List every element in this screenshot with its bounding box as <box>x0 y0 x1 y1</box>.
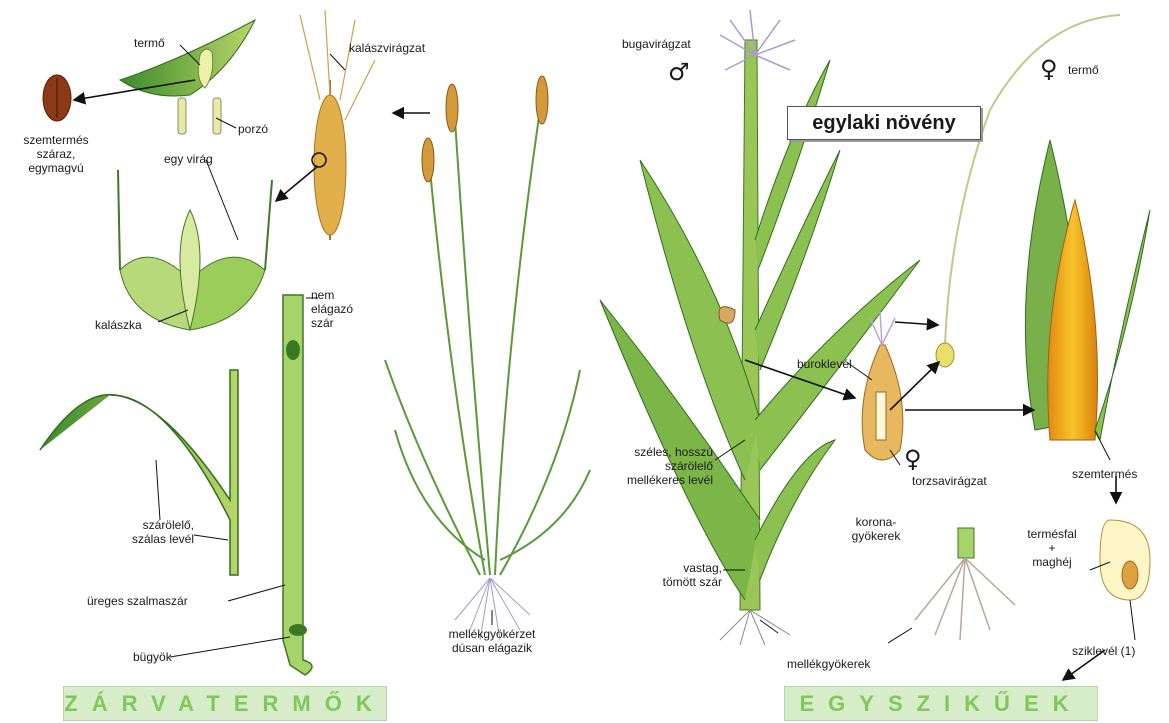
female-symbol-bottom: ♀ <box>904 445 922 473</box>
stem-section <box>283 295 312 675</box>
crown-roots <box>915 528 1015 640</box>
label-fibrous-line1: mellékgyökérzet <box>430 627 554 641</box>
label-panicle: bugavirágzat <box>622 37 691 51</box>
label-unbranched-line2: elágazó <box>311 302 353 316</box>
label-thick-line1: vastag, <box>636 561 722 575</box>
label-unbranched-line1: nem <box>311 288 353 302</box>
label-thick-stem: vastag, tömött szár <box>636 561 722 589</box>
label-cob-inflorescence: torzsavirágzat <box>912 474 987 488</box>
label-caryopsis-line2: száraz, <box>4 147 108 161</box>
label-fibrous-line2: dúsan elágazik <box>430 641 554 655</box>
spikelet <box>118 170 272 330</box>
monoecious-title: egylaki növény <box>787 106 981 140</box>
label-adventitious-roots: mellékgyökerek <box>787 657 870 671</box>
label-husk-leaf: buroklevél <box>797 357 852 371</box>
label-caryopsis-line1: szemtermés <box>4 133 108 147</box>
label-pistil: termő <box>134 36 165 50</box>
label-cotyledon: sziklevél (1) <box>1072 644 1135 658</box>
label-hollow-culm: üreges szalmaszár <box>87 594 188 608</box>
label-broad-line3: mellékeres levél <box>607 473 713 487</box>
label-clasping-line1: szárölelő, <box>104 518 194 532</box>
label-fibrous-roots: mellékgyökérzet dúsan elágazik <box>430 627 554 655</box>
label-unbranched-line3: szár <box>311 316 353 330</box>
label-pericarp-line1: termésfal <box>1012 527 1092 541</box>
label-caryopsis-line3: egymagvú <box>4 161 108 175</box>
corn-roots <box>720 610 790 645</box>
female-inflorescence <box>862 312 903 460</box>
banner-angiosperms: ZÁRVATERMŐK <box>63 686 387 721</box>
label-broad-leaf: széles, hosszú szárölelő mellékeres levé… <box>607 445 713 487</box>
label-node: bügyök <box>133 650 172 664</box>
wheat-plant <box>385 110 590 575</box>
label-caryopsis-right: szemtermés <box>1072 467 1137 481</box>
label-pistil-right: termő <box>1068 63 1099 77</box>
banner-monocots: EGYSZIKŰEK <box>784 686 1098 721</box>
label-one-flower: egy virág <box>164 152 213 166</box>
label-crown-line1: korona- <box>840 515 912 529</box>
label-clasping-leaf: szárölelő, szálas levél <box>104 518 194 546</box>
label-stamen: porzó <box>238 122 268 136</box>
label-pericarp: termésfal + maghéj <box>1012 527 1092 569</box>
wheat-heads <box>422 76 548 182</box>
label-unbranched-stem: nem elágazó szár <box>311 288 353 330</box>
label-spikelet: kalászka <box>95 318 142 332</box>
corn-grain-section <box>1100 520 1150 600</box>
label-caryopsis: szemtermés száraz, egymagvú <box>4 133 108 175</box>
male-symbol: ♂ <box>668 58 690 86</box>
label-crown-roots: korona- gyökerek <box>840 515 912 543</box>
label-crown-line2: gyökerek <box>840 529 912 543</box>
label-pericarp-line3: maghéj <box>1012 555 1092 569</box>
female-symbol-top: ♀ <box>1040 55 1058 83</box>
label-broad-line2: szárölelő <box>607 459 713 473</box>
label-thick-line2: tömött szár <box>636 575 722 589</box>
corn-cob <box>1025 140 1150 440</box>
wheat-grain <box>43 75 71 121</box>
label-clasping-line2: szálas levél <box>104 532 194 546</box>
label-broad-line1: széles, hosszú <box>607 445 713 459</box>
label-pericarp-line2: + <box>1012 541 1092 555</box>
label-spike-inflorescence: kalászvirágzat <box>349 41 425 55</box>
